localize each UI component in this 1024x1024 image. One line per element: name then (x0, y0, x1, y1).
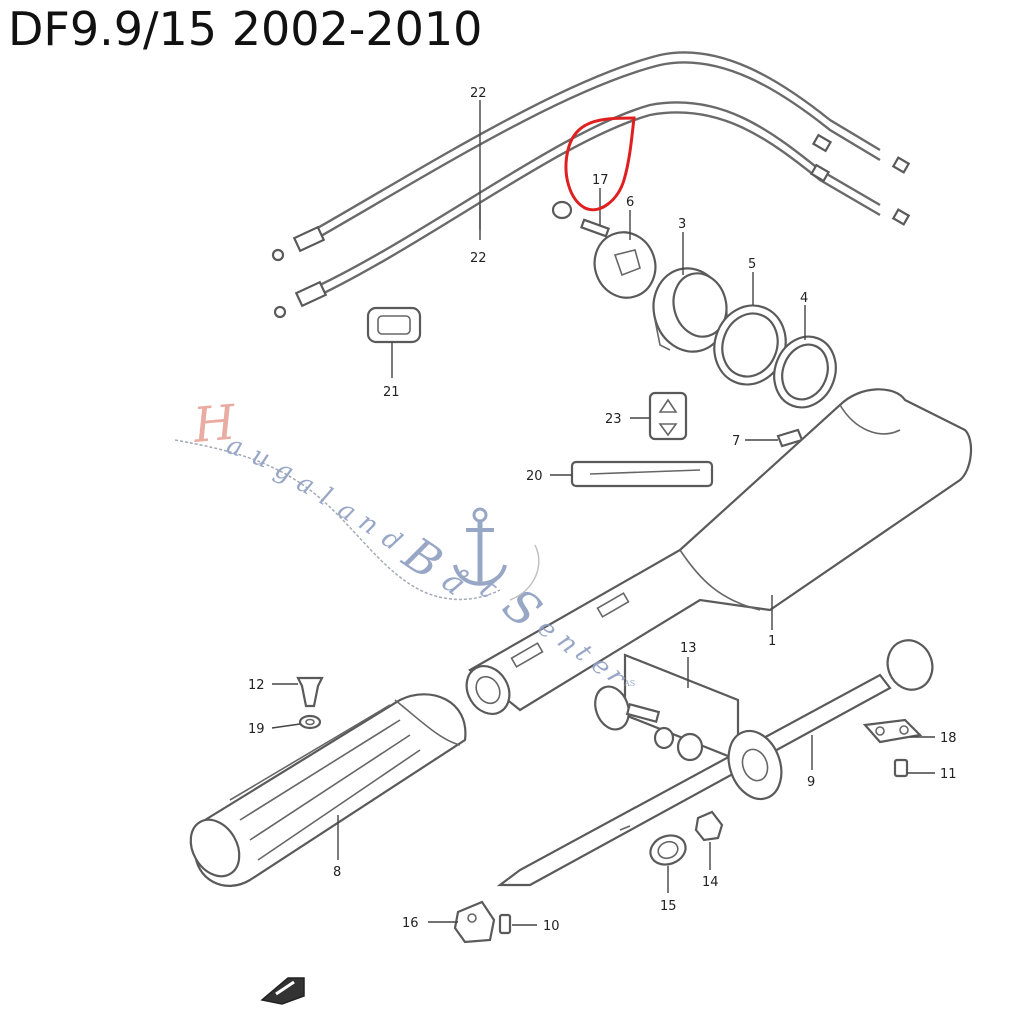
label-8: 8 (333, 865, 341, 880)
leader-lines (271, 100, 935, 926)
label-11: 11 (940, 767, 957, 782)
label-10: 10 (543, 919, 560, 934)
label-4: 4 (800, 291, 808, 306)
part-10-pin (498, 913, 512, 935)
label-17: 17 (592, 173, 609, 188)
label-14: 14 (702, 875, 719, 890)
label-12: 12 (248, 678, 265, 693)
label-13: 13 (680, 641, 697, 656)
label-9: 9 (807, 775, 815, 790)
diagram-title: DF9.9/15 2002-2010 (8, 2, 483, 56)
watermark-suffix: AS (623, 679, 635, 688)
watermark-letter: d (376, 523, 407, 557)
highlight-circle (564, 116, 636, 212)
part-9-rod (496, 639, 934, 887)
part-17-pin (551, 200, 610, 238)
label-23: 23 (605, 412, 622, 427)
watermark-letter: g (270, 454, 298, 488)
part-11-bolt (893, 758, 909, 778)
part-4-ring (773, 335, 837, 409)
part-19-washer (298, 714, 322, 730)
label-16: 16 (402, 916, 419, 931)
part-23-decal (648, 391, 688, 441)
label-21: 21 (383, 385, 400, 400)
watermark-letter: u (247, 441, 274, 475)
label-6: 6 (626, 195, 634, 210)
watermark-letter: H (190, 394, 239, 454)
label-22-top: 22 (470, 86, 487, 101)
part-1-tiller-arm (465, 388, 973, 715)
part-21-grommet (366, 306, 422, 344)
label-18: 18 (940, 731, 957, 746)
part-16-clip (453, 900, 496, 944)
part-3-bushing (652, 267, 728, 353)
anchor-icon (453, 507, 540, 601)
label-5: 5 (748, 257, 756, 272)
throttle-cables (271, 51, 911, 319)
part-20-strip (570, 460, 714, 488)
part-labels: 22 22 17 6 3 5 4 21 23 7 20 1 13 12 19 8… (248, 86, 957, 934)
part-12-screw (296, 676, 324, 708)
label-19: 19 (248, 722, 265, 737)
label-15: 15 (660, 899, 677, 914)
part-18-plate (862, 718, 923, 744)
label-22-bottom: 22 (470, 251, 487, 266)
label-3: 3 (678, 217, 686, 232)
part-13-bracket (594, 653, 740, 762)
part-8-grip (189, 693, 467, 887)
watermark-letter: a (332, 494, 361, 528)
watermark-letter: a (292, 468, 320, 502)
label-20: 20 (526, 469, 543, 484)
label-1: 1 (768, 634, 776, 649)
part-6-plate (593, 231, 657, 299)
label-7: 7 (732, 434, 740, 449)
part-15-spring (649, 834, 687, 866)
front-arrow-icon (260, 977, 305, 1005)
part-14-nut (694, 810, 724, 842)
